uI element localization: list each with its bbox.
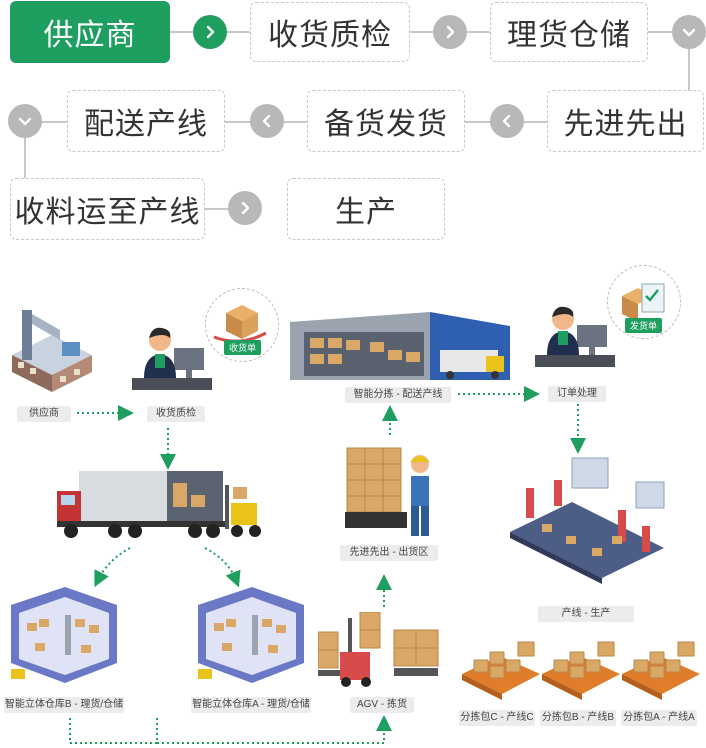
clerk-illustration: [132, 327, 212, 390]
label-warehouse-a: 智能立体仓库A - 理货/仓储: [191, 697, 311, 713]
chevron-down-icon: [8, 104, 42, 138]
step-prepare-ship[interactable]: 备货发货: [307, 90, 465, 152]
label-production: 产线 - 生产: [538, 606, 634, 622]
step-receive-to-line[interactable]: 收料运至产线: [10, 178, 205, 240]
warehouse-building-illustration: [290, 312, 510, 380]
label-warehouse-b: 智能立体仓库B - 理货/仓储: [4, 697, 124, 713]
delivery-tag: 发货单: [625, 318, 663, 333]
label-fifo: 先进先出 - 出货区: [340, 545, 438, 561]
chevron-left-icon: [490, 104, 524, 138]
chevron-right-icon: [193, 15, 227, 49]
label-pack-c: 分拣包C - 产线C: [459, 710, 535, 726]
step-receiving-inspection[interactable]: 收货质检: [250, 2, 410, 62]
receipt-tag: 收货单: [224, 340, 262, 355]
step-supplier[interactable]: 供应商: [10, 1, 170, 63]
connector-line: [24, 138, 26, 178]
step-tally-storage[interactable]: 理货仓储: [490, 2, 648, 62]
warehouse-a-illustration: [198, 587, 304, 683]
connector-line: [40, 121, 68, 123]
step-deliver-line[interactable]: 配送产线: [67, 90, 225, 152]
agv-illustration: [318, 612, 439, 687]
package-c-illustration: [462, 641, 540, 700]
package-a-illustration: [622, 641, 700, 700]
step-fifo[interactable]: 先进先出: [547, 90, 704, 152]
label-pack-b: 分拣包B - 产线B: [540, 710, 616, 726]
warehouse-b-illustration: [11, 587, 117, 683]
factory-illustration: [12, 310, 92, 392]
label-sorting: 智能分拣 - 配送产线: [345, 387, 451, 403]
label-receiving: 收货质检: [147, 406, 205, 422]
label-agv: AGV - 拣货: [350, 697, 414, 713]
package-b-illustration: [542, 641, 620, 700]
receipt-badge: [205, 288, 279, 362]
truck-illustration: [57, 471, 261, 538]
chevron-right-icon: [228, 191, 262, 225]
connector-line: [688, 48, 690, 120]
chevron-down-icon: [672, 15, 706, 49]
label-supplier: 供应商: [17, 406, 71, 422]
order-clerk-illustration: [535, 306, 615, 367]
chevron-right-icon: [433, 15, 467, 49]
production-line-illustration: [510, 457, 665, 584]
connector-line: [205, 208, 235, 210]
label-pack-a: 分拣包A - 产线A: [621, 710, 697, 726]
connector-line: [648, 31, 678, 33]
chevron-left-icon: [250, 104, 284, 138]
step-production[interactable]: 生产: [287, 178, 445, 240]
fifo-worker-illustration: [345, 447, 430, 536]
label-order: 订单处理: [548, 386, 606, 402]
